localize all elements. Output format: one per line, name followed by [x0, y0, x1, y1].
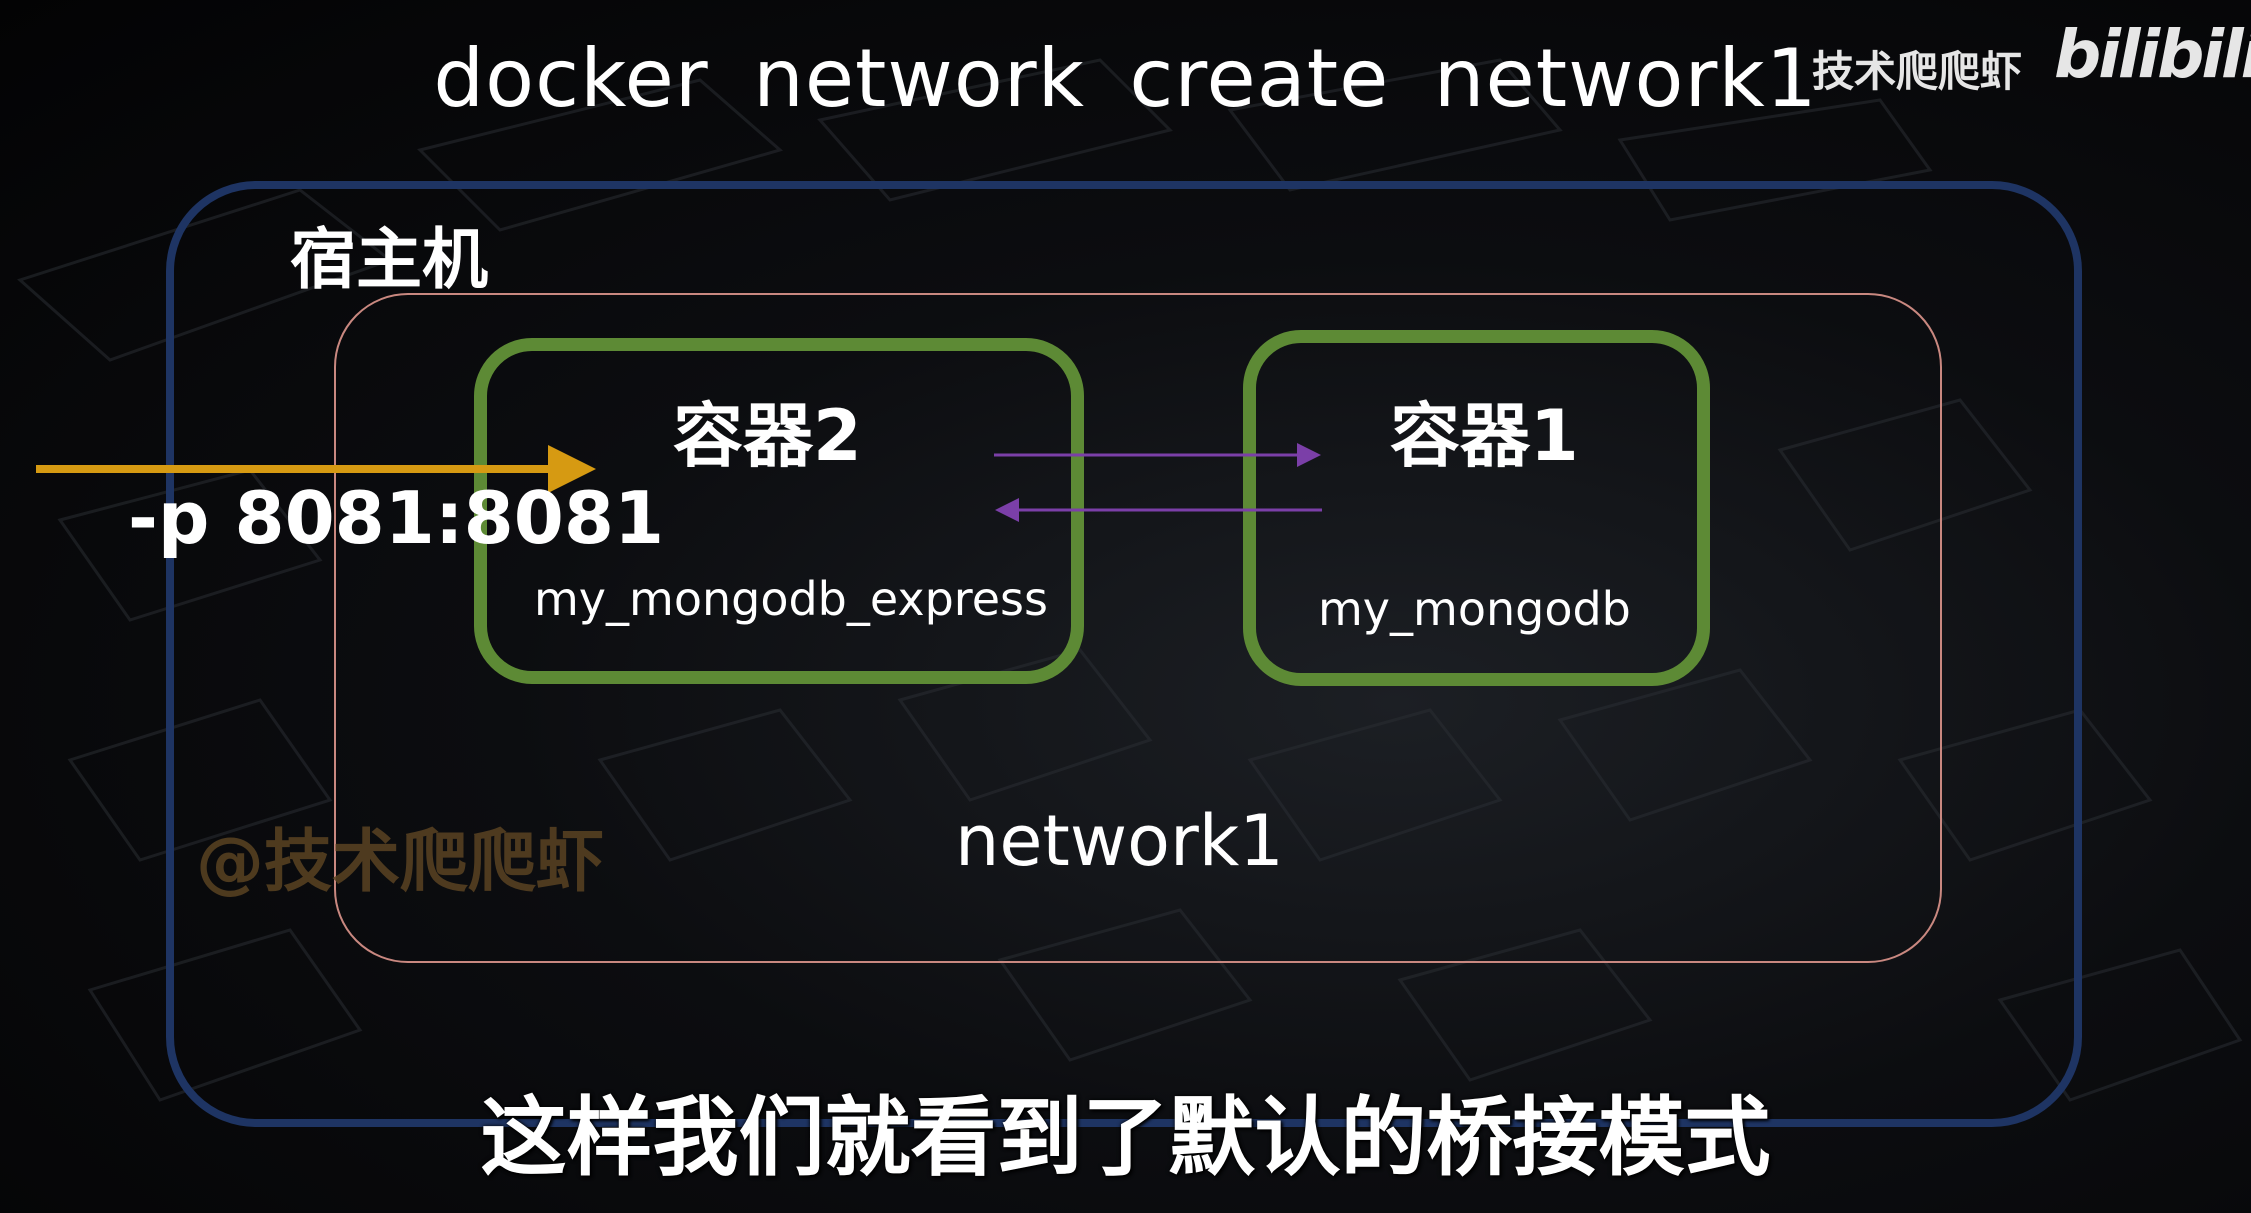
container-1-title: 容器1: [1390, 395, 1579, 477]
container-1-name: my_mongodb: [1318, 582, 1631, 636]
network-label: network1: [955, 800, 1284, 882]
container-2-title: 容器2: [673, 395, 862, 477]
video-subtitle: 这样我们就看到了默认的桥接模式: [480, 1088, 1771, 1188]
port-mapping-label: -p 8081:8081: [128, 476, 665, 560]
command-title: docker network create network1: [433, 32, 1818, 125]
watermark: @技术爬爬虾: [196, 823, 605, 902]
channel-name: 技术爬爬虾: [1812, 47, 2023, 96]
host-machine-label: 宿主机: [290, 221, 488, 298]
container-1-box: [1243, 330, 1710, 686]
network-box: [334, 293, 1942, 963]
bilibili-logo: bilibili: [2054, 16, 2251, 93]
container-2-name: my_mongodb_express: [534, 572, 1048, 626]
host-machine-box: [166, 181, 2082, 1127]
